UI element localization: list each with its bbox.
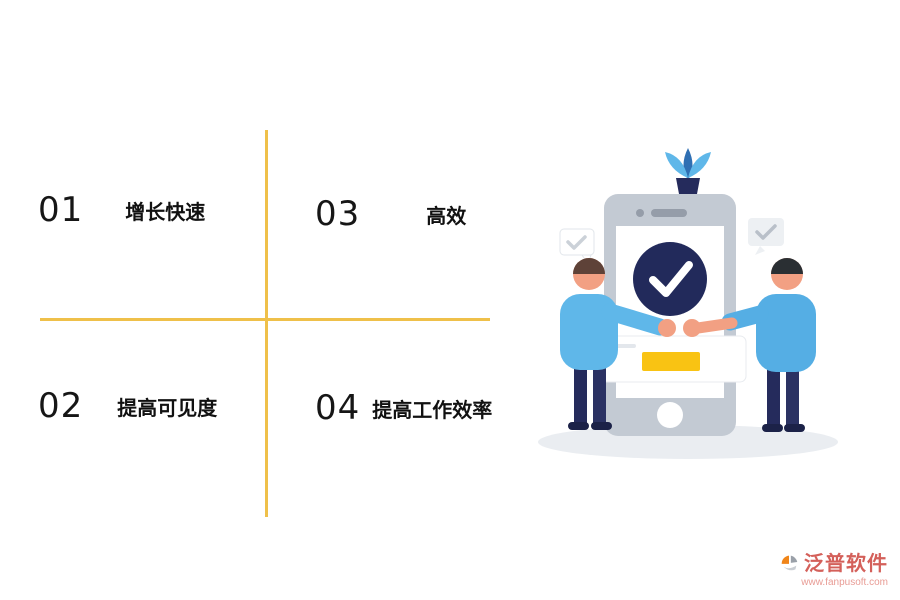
item-label: 高效	[426, 205, 467, 228]
plant-icon	[665, 148, 711, 194]
footer-brand: 泛普软件 www.fanpusoft.com	[778, 547, 888, 588]
checkmark-icon	[649, 261, 693, 297]
person-right	[683, 258, 816, 432]
fist-left	[658, 319, 676, 337]
hair-right	[771, 258, 803, 274]
phone-speaker	[651, 209, 687, 217]
speech-bubble-right	[748, 218, 784, 255]
horizontal-divider-line	[40, 318, 490, 321]
quadrant-item-04: 04 提高工作效率	[315, 388, 492, 428]
item-number: 03	[315, 194, 361, 234]
item-number: 01	[38, 190, 84, 230]
check-icon	[566, 235, 587, 250]
item-label: 提高可见度	[117, 397, 218, 420]
item-label: 增长快速	[125, 201, 206, 224]
brand-url: www.fanpusoft.com	[801, 577, 888, 588]
item-number: 04	[315, 388, 361, 428]
card-with-button	[599, 335, 747, 383]
person-left	[560, 258, 676, 430]
quadrant-item-03: 03 高效	[315, 194, 466, 234]
yellow-button	[642, 352, 700, 371]
phone-camera-icon	[636, 209, 644, 217]
teamwork-phone-illustration	[538, 148, 838, 459]
item-label: 提高工作效率	[372, 399, 493, 422]
brand-name: 泛普软件	[804, 553, 888, 575]
vertical-divider-line	[265, 130, 268, 517]
hair-left	[573, 258, 605, 274]
fist-right	[683, 319, 701, 337]
quadrant-item-01: 01 增长快速	[38, 190, 205, 230]
item-number: 02	[38, 386, 84, 426]
check-icon	[755, 224, 777, 240]
fanpu-logo-icon	[781, 555, 798, 570]
checkmark-circle-icon	[633, 242, 707, 316]
home-button	[657, 402, 683, 428]
quadrant-item-02: 02 提高可见度	[38, 386, 217, 426]
